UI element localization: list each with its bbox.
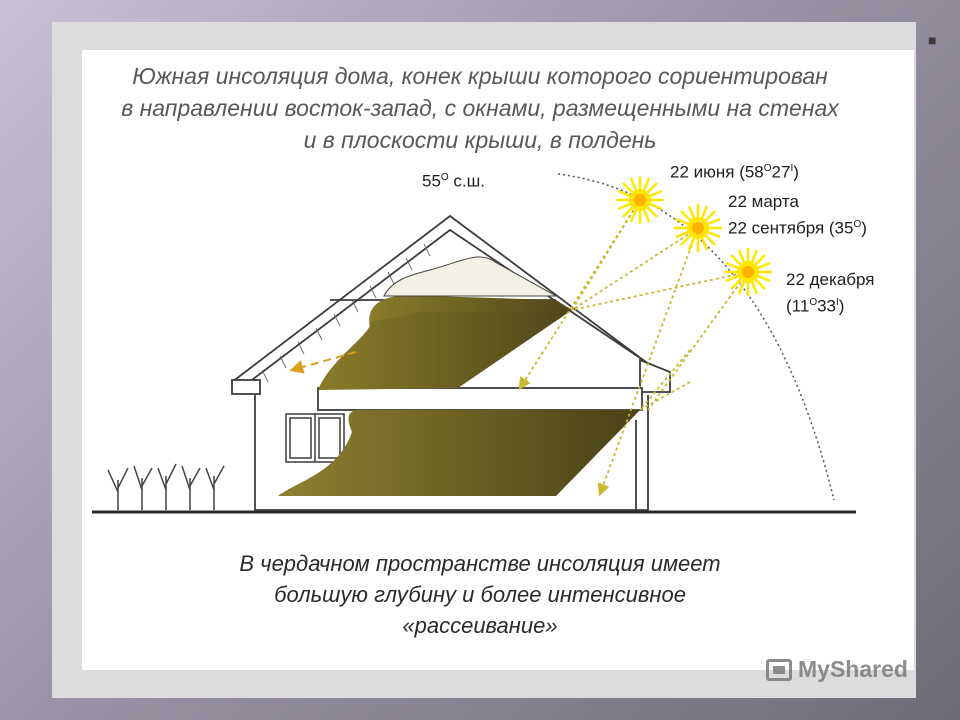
- slide-caption: В чердачном пространстве инсоляция имеет…: [160, 548, 800, 641]
- wall-window: [285, 413, 345, 463]
- september-label: 22 сентября (35O): [728, 218, 867, 238]
- watermark-text: MyShared: [798, 656, 908, 682]
- december-label: 22 декабря (11O33I): [786, 270, 875, 316]
- march-label: 22 марта: [728, 192, 799, 211]
- caption-line-1: В чердачном пространстве инсоляция имеет: [239, 551, 721, 576]
- attic-curtain: [383, 256, 558, 297]
- shrubs: [107, 463, 225, 510]
- sun-path-arc: [557, 173, 835, 501]
- caption-line-2: большую глубину и более интенсивное: [274, 582, 686, 607]
- title-line-3: и в плоскости крыши, в полдень: [303, 127, 657, 153]
- slide-marker: ■: [928, 32, 937, 48]
- sun-rays: [518, 199, 749, 497]
- title-line-2: в направлении восток-запад, с окнами, ра…: [121, 95, 839, 121]
- sun-december-icon: [724, 248, 772, 296]
- june-label: 22 июня (58O27I): [670, 162, 799, 182]
- sun-equinox-icon: [674, 204, 722, 252]
- roof-hatching: [261, 243, 431, 383]
- slide-title: Южная инсоляция дома, конек крыши которо…: [40, 60, 920, 156]
- equinox-label: 22 марта 22 сентября (35O): [728, 190, 867, 240]
- presentation-icon: [766, 658, 792, 681]
- room-shade: [278, 410, 640, 496]
- reflection-arrow: [289, 351, 357, 374]
- sun-june-icon: [616, 176, 664, 224]
- attic-main-shade: [318, 310, 572, 390]
- latitude-label: 55O с.ш.: [422, 171, 486, 191]
- caption-line-3: «рассеивание»: [402, 613, 558, 638]
- title-line-1: Южная инсоляция дома, конек крыши которо…: [132, 63, 828, 89]
- myshared-watermark: MyShared: [766, 656, 908, 683]
- house: [231, 214, 671, 511]
